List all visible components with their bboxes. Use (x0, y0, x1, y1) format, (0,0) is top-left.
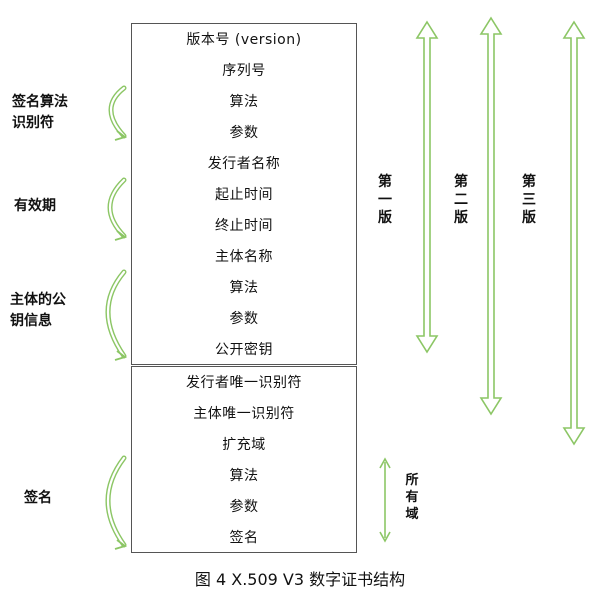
version-2-arrow (479, 16, 503, 416)
field-row: 版本号 (version) (131, 23, 357, 55)
all-domain-label: 所 有 域 (405, 473, 419, 522)
field-row: 参数 (131, 116, 357, 148)
field-row: 主体唯一识别符 (131, 397, 357, 429)
field-row: 发行者唯一识别符 (131, 366, 357, 398)
field-row: 序列号 (131, 54, 357, 86)
field-row: 算法 (131, 271, 357, 303)
all-domain-arrow (379, 457, 391, 543)
field-row: 起止时间 (131, 178, 357, 210)
validity-label: 有效期 (14, 198, 56, 214)
version-2-label: 第 二 版 (454, 174, 468, 226)
field-row: 终止时间 (131, 209, 357, 241)
signature-label: 签名 (24, 490, 52, 506)
field-row: 发行者名称 (131, 147, 357, 179)
field-row: 主体名称 (131, 240, 357, 272)
field-row: 算法 (131, 85, 357, 117)
field-row: 签名 (131, 521, 357, 553)
field-row: 公开密钥 (131, 333, 357, 365)
sig-alg-id-label: 签名算法 识别符 (12, 94, 68, 131)
version-3-arrow (562, 20, 586, 446)
field-row: 扩充域 (131, 428, 357, 460)
field-row: 参数 (131, 302, 357, 334)
version-1-arrow (415, 20, 439, 354)
version-3-label: 第 三 版 (522, 174, 536, 226)
field-row: 参数 (131, 490, 357, 522)
field-row: 算法 (131, 459, 357, 491)
subject-pubkey-info-label: 主体的公 钥信息 (10, 292, 66, 329)
version-1-label: 第 一 版 (378, 174, 392, 226)
figure-caption: 图 4 X.509 V3 数字证书结构 (194, 570, 406, 589)
